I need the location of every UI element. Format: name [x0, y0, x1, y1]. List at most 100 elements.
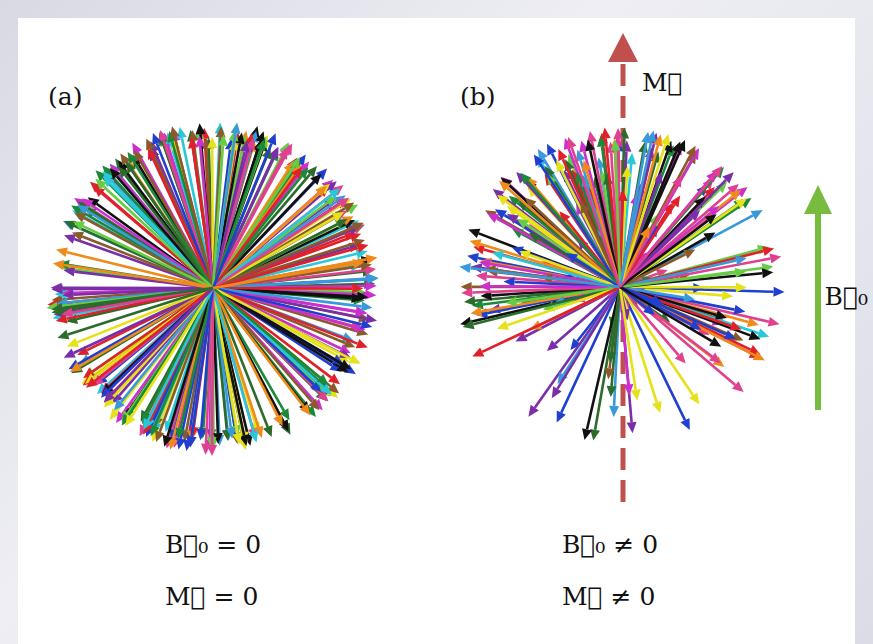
spin-head — [207, 137, 217, 148]
spin-shaft — [620, 287, 755, 355]
spin-head — [95, 179, 106, 190]
spin-head — [749, 331, 761, 340]
spin-head — [196, 123, 206, 134]
magnetization-condition: M⃗ ≠ 0 — [562, 582, 655, 612]
spin-head — [722, 290, 733, 300]
spin-head — [729, 190, 741, 201]
spin-head — [735, 268, 747, 278]
spin-head — [57, 330, 69, 340]
spin-head — [732, 381, 744, 392]
spin-head — [368, 274, 379, 284]
spin-head — [291, 167, 302, 179]
spin-head — [249, 431, 259, 443]
vector-symbol: B⃗₀ — [825, 282, 868, 312]
spin-head — [332, 212, 344, 222]
spin-head — [709, 337, 721, 347]
spin-head — [196, 429, 206, 440]
spin-head — [176, 428, 186, 440]
spin-head — [240, 141, 250, 153]
spin-head — [671, 142, 680, 154]
spin-head — [492, 251, 504, 261]
spin-head — [352, 223, 364, 232]
spin-head — [273, 414, 282, 426]
spin-head — [585, 140, 595, 152]
spin-head — [352, 284, 363, 294]
spin-head — [73, 222, 85, 231]
field-condition: B⃗₀ ≠ 0 — [562, 530, 658, 560]
spin-head — [361, 302, 373, 312]
spin-shaft — [482, 287, 620, 352]
spin-head — [613, 128, 623, 139]
spin-head — [64, 234, 76, 243]
spin-head — [622, 166, 632, 177]
spin-head — [497, 321, 509, 330]
spin-shaft — [616, 151, 621, 287]
spin-head — [479, 259, 491, 269]
spin-head — [552, 386, 562, 398]
spin-head — [459, 263, 471, 273]
spin-head — [195, 136, 205, 147]
spin-head — [128, 152, 138, 164]
spin-head — [317, 374, 329, 385]
spin-head — [734, 305, 746, 315]
spin-head — [681, 418, 690, 430]
spin-head — [557, 411, 566, 423]
spin-shaft — [540, 164, 620, 287]
spin-head — [646, 130, 656, 142]
spin-shaft — [480, 244, 620, 287]
spin-head — [735, 256, 747, 266]
spin-head — [207, 445, 217, 456]
aligned-spins — [459, 128, 784, 441]
spin-head — [461, 288, 472, 298]
spin-head — [582, 160, 592, 172]
spin-head — [300, 404, 311, 416]
spin-head — [51, 283, 62, 293]
spin-shaft — [572, 147, 620, 287]
spin-head — [506, 297, 518, 307]
spin-shaft — [131, 288, 213, 417]
spin-head — [267, 133, 276, 145]
spin-head — [366, 255, 378, 265]
spin-head — [534, 154, 544, 166]
spin-shaft — [620, 287, 693, 395]
spin-head — [86, 377, 98, 388]
spin-head — [75, 213, 87, 223]
field-arrowhead — [804, 185, 832, 214]
spin-head — [125, 414, 135, 426]
spin-head — [177, 127, 187, 139]
spin-shaft — [64, 265, 213, 288]
spin-head — [233, 433, 243, 445]
panel-letter: (b) — [460, 82, 496, 112]
spin-shaft — [211, 288, 214, 445]
spin-shaft — [213, 288, 320, 378]
spin-head — [53, 260, 65, 270]
spin-head — [711, 166, 722, 178]
spin-head — [709, 353, 721, 364]
spin-head — [683, 293, 695, 303]
random-spins — [46, 123, 378, 456]
spin-head — [188, 137, 198, 149]
spin-head — [689, 392, 699, 404]
spin-head — [547, 144, 556, 156]
spin-head — [468, 229, 480, 238]
spin-head — [487, 213, 499, 223]
spin-head — [470, 239, 482, 249]
spin-head — [170, 126, 180, 138]
spin-head — [231, 123, 241, 135]
spin-head — [683, 249, 695, 258]
spin-head — [607, 351, 617, 363]
field-condition: B⃗₀ = 0 — [165, 530, 261, 560]
spin-head — [365, 290, 376, 300]
spin-head — [566, 253, 578, 263]
spin-head — [63, 290, 74, 300]
spin-head — [705, 214, 717, 225]
spin-head — [278, 148, 288, 160]
spin-head — [187, 436, 197, 448]
spin-head — [627, 422, 637, 433]
spin-shaft — [148, 288, 213, 420]
spin-shaft — [175, 137, 213, 288]
spin-head — [103, 176, 114, 187]
spin-head — [315, 186, 327, 197]
spin-head — [366, 281, 377, 291]
spin-head — [306, 166, 317, 178]
